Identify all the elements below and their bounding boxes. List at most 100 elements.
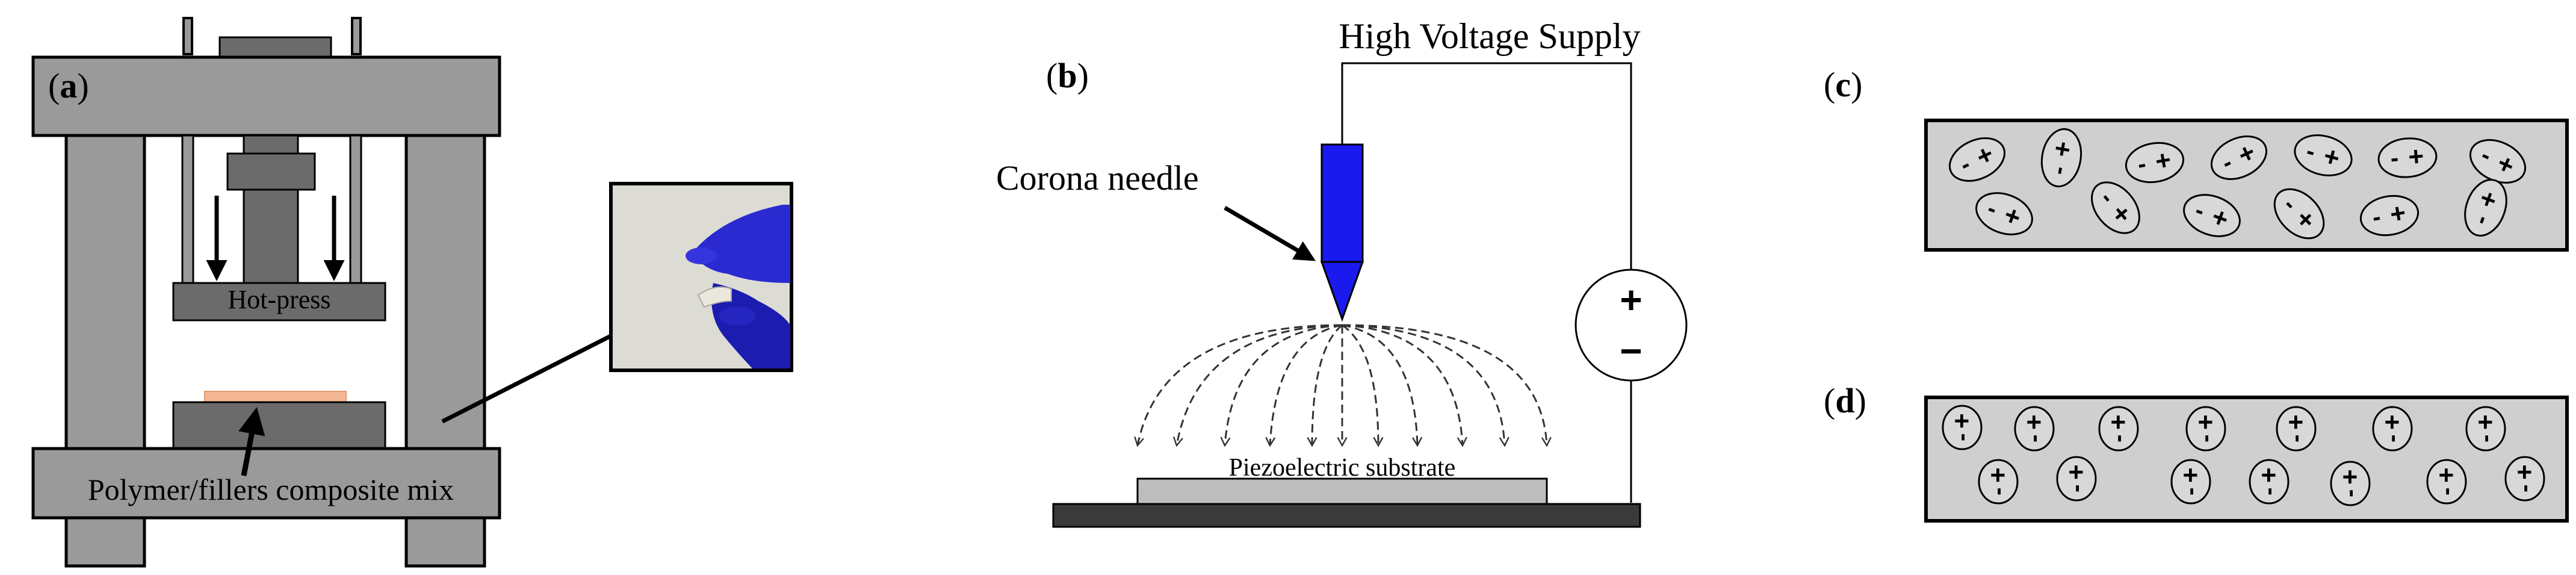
dipole-plus: +: [2176, 467, 2205, 483]
dipole-plus: +: [2510, 464, 2539, 480]
dipole: -+: [2091, 181, 2140, 234]
press-foot-right: [404, 516, 486, 568]
press-piston-collar: [226, 152, 316, 191]
dipole-plus: +: [2281, 414, 2311, 430]
dipole: -+: [2185, 406, 2226, 452]
dipole-plus: +: [1983, 467, 2013, 483]
dipole: -+: [1942, 405, 1983, 450]
press-column-right: [404, 134, 486, 450]
dipole-plus: +: [2191, 414, 2220, 430]
dipole: -+: [2465, 406, 2506, 452]
high-voltage-supply-label: High Voltage Supply: [1339, 16, 1640, 56]
press-inner-rod-left: [181, 134, 194, 290]
corona-needle-label: Corona needle: [996, 158, 1199, 197]
hot-press-platen: [172, 282, 386, 322]
voltage-source: [1574, 269, 1688, 382]
dipole: -+: [2330, 461, 2371, 506]
composite-label: Polymer/fillers composite mix: [88, 473, 454, 506]
dipole-plus: +: [2061, 464, 2091, 480]
panel-c: (c) -+-+-+-+-+-+-+-+-+-+-+-+-+: [1824, 65, 2569, 252]
dipole-minus: -: [2020, 435, 2047, 443]
dipole: -+: [2125, 141, 2185, 184]
dipole: -+: [1978, 459, 2019, 505]
unpoled-dipoles: -+-+-+-+-+-+-+-+-+-+-+-+-+: [1948, 128, 2527, 240]
dipole-minus: -: [2389, 145, 2400, 172]
dipole: -+: [2504, 456, 2545, 502]
dipole: -+: [2056, 456, 2097, 502]
dipole-minus: -: [2336, 490, 2363, 497]
voltage-plus-sign: +: [1620, 278, 1642, 322]
dipole-plus: +: [2335, 469, 2365, 485]
ground-plate: [1052, 503, 1641, 528]
panel-c-label: (c): [1824, 65, 1862, 104]
press-base: [31, 447, 501, 520]
corona-needle-body: [1321, 143, 1364, 263]
poled-dipoles: -+-+-+-+-+-+-+-+-+-+-+-+-+-+: [1942, 405, 2545, 506]
composite-pointer-arrow: [238, 407, 265, 476]
hot-press-label: Hot-press: [228, 285, 330, 314]
dipole: -+: [2377, 137, 2438, 178]
press-foot-left: [64, 516, 146, 568]
dipole-plus: +: [2407, 141, 2425, 172]
dipole: -+: [2464, 179, 2507, 237]
dipole: -+: [2276, 406, 2317, 452]
press-rod-right: [351, 17, 362, 55]
dipole-minus: -: [2282, 435, 2309, 443]
voltage-minus-sign: −: [1620, 329, 1642, 373]
press-top-beam: [31, 55, 501, 137]
panel-a-label: (a): [48, 66, 89, 105]
panel-b: (b) High Voltage Supply + − Corona needl…: [996, 16, 1688, 528]
dipole-plus: +: [2254, 467, 2283, 483]
composite-sample: [204, 391, 347, 403]
dipole-minus: -: [2063, 485, 2089, 493]
dipole: -+: [1975, 192, 2033, 235]
dipole-plus: +: [2377, 414, 2407, 430]
dipole: -+: [2170, 459, 2211, 505]
press-rod-left: [182, 17, 193, 55]
supply-wire: [1341, 62, 1632, 270]
sample-photo: [609, 182, 793, 372]
dipole-minus: -: [2379, 435, 2405, 443]
press-column-left: [64, 134, 146, 450]
dipole-minus: -: [2255, 488, 2282, 496]
dipole: -+: [2183, 194, 2241, 237]
press-inner-rod-right: [349, 134, 362, 290]
dipole-minus: -: [2192, 435, 2218, 443]
dipole: -+: [2426, 459, 2467, 505]
dipole-minus: -: [1984, 488, 2011, 496]
needle-pointer-arrow: [1224, 205, 1316, 261]
corona-needle-tip: [1320, 261, 1364, 322]
dipole-plus: +: [2019, 414, 2049, 430]
dipole: -+: [2249, 459, 2290, 505]
dipole: -+: [2210, 135, 2268, 180]
dipole: -+: [1948, 137, 2006, 182]
dipole: -+: [2469, 139, 2527, 184]
dipole-minus: -: [2433, 488, 2459, 496]
dipole-minus: -: [2105, 435, 2131, 443]
panel-d: (d) -+-+-+-+-+-+-+-+-+-+-+-+-+-+: [1824, 381, 2569, 523]
dipole-plus: +: [2432, 467, 2461, 483]
panel-b-label: (b): [1046, 56, 1089, 95]
dipole: -+: [2014, 406, 2055, 452]
dipole-plus: +: [1947, 413, 1977, 429]
dipole-minus: -: [2511, 485, 2537, 493]
field-lines: [1134, 324, 1552, 447]
dipole: -+: [2040, 128, 2082, 188]
dipole: -+: [2372, 406, 2413, 452]
dipole-plus: +: [2104, 414, 2133, 430]
photo-pointer-arrow: [441, 320, 642, 424]
piezoelectric-substrate: [1136, 477, 1548, 505]
panel-d-label: (d): [1824, 381, 1866, 420]
lower-platen: [172, 401, 386, 452]
dipole-plus: +: [2471, 414, 2500, 430]
dipole: -+: [2098, 406, 2139, 452]
dipole-minus: -: [2472, 435, 2498, 443]
panel-a: Hot-press Polymer/fillers composite mix …: [31, 17, 793, 568]
dipole: -+: [2273, 188, 2325, 240]
dipole-minus: -: [1948, 434, 1975, 441]
dipole-minus: -: [2177, 488, 2203, 496]
dipole: -+: [2294, 134, 2353, 176]
substrate-label: Piezoelectric substrate: [1229, 454, 1456, 482]
dipole: -+: [2359, 194, 2420, 237]
